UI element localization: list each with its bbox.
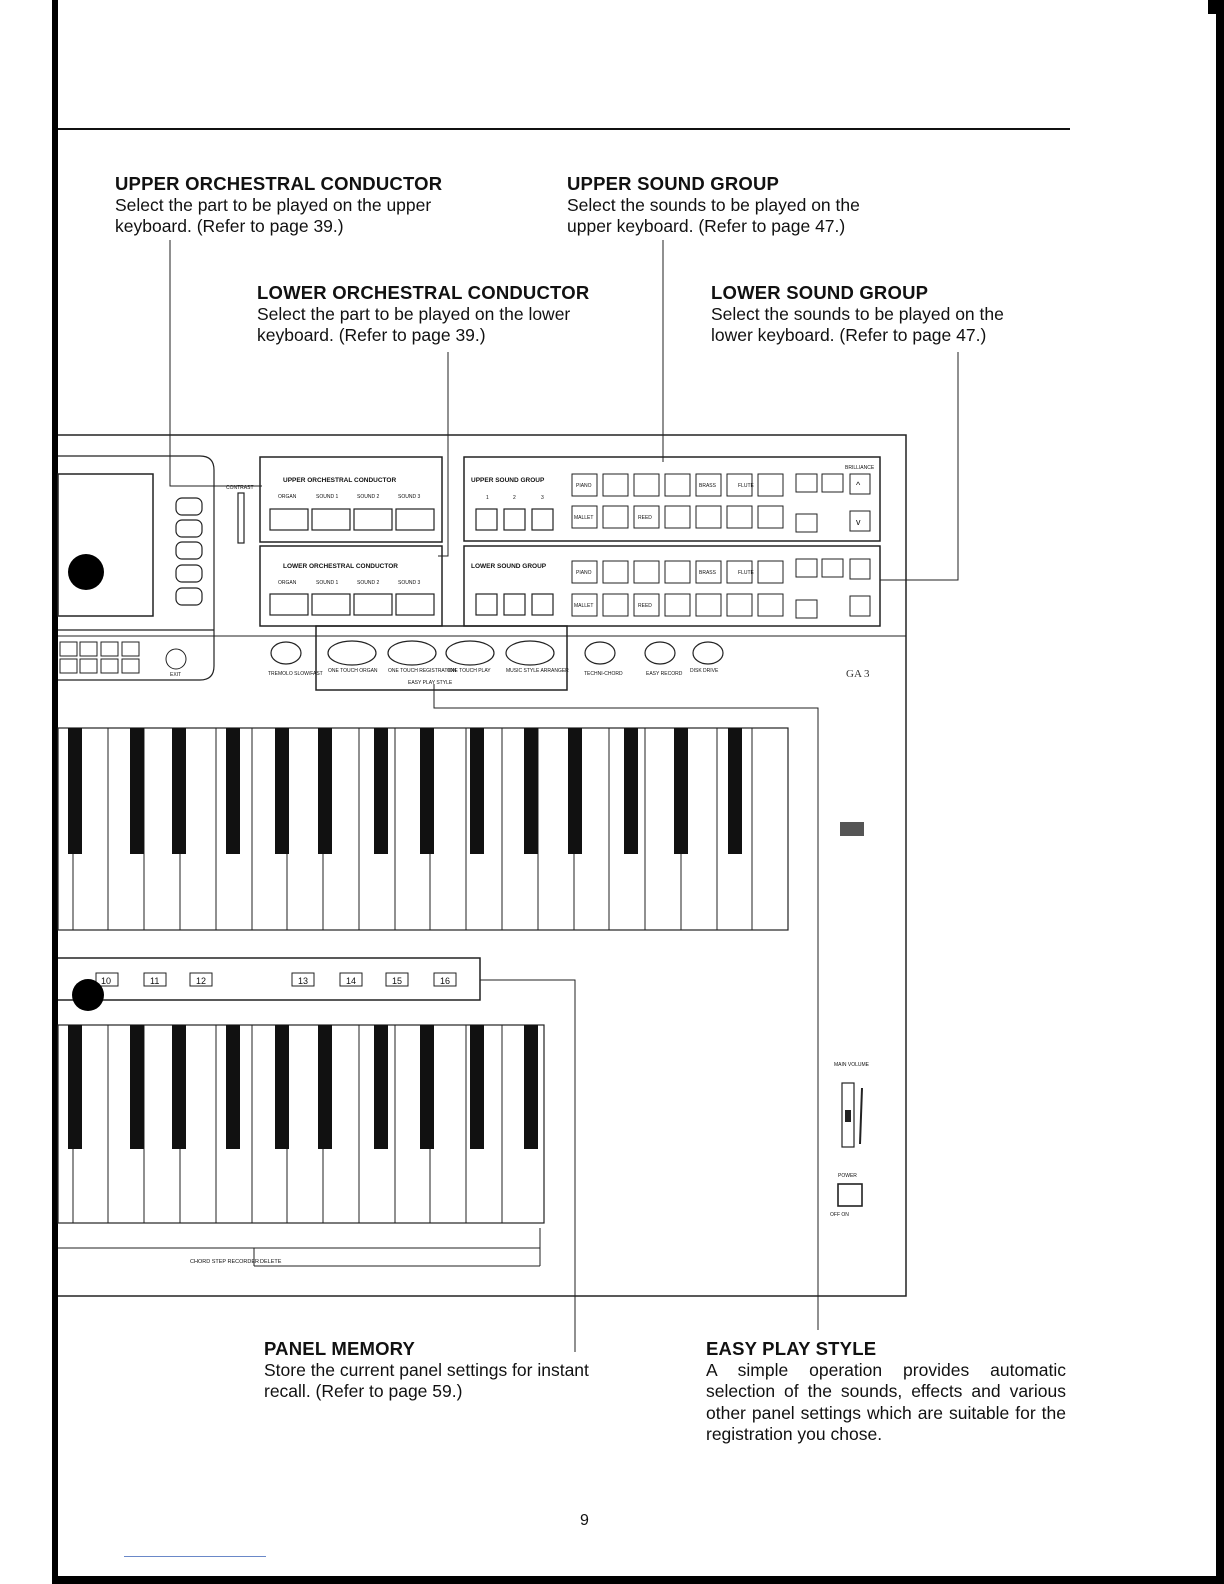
callout-upper-orchestral: UPPER ORCHESTRAL CONDUCTOR Select the pa… <box>115 173 515 238</box>
model-label: GA 3 <box>846 668 870 680</box>
callout-body: Select the part to be played on the uppe… <box>115 194 432 237</box>
callout-body: A simple operation provides automatic se… <box>706 1359 1066 1445</box>
lower-sound-flute: FLUTE <box>738 570 755 576</box>
techni-chord-label: TECHNI-CHORD <box>584 671 623 677</box>
lower-sound-mallet: MALLET <box>574 603 593 609</box>
page-edge-right <box>1216 0 1224 1584</box>
exit-label: EXIT <box>170 672 181 678</box>
lower-oc-part-sound1: SOUND 1 <box>316 580 338 586</box>
brilliance-down-icon: v <box>856 517 861 527</box>
callout-body: Select the sounds to be played on the lo… <box>711 303 1004 346</box>
brilliance-label: BRILLIANCE <box>845 465 875 471</box>
main-volume-label: MAIN VOLUME <box>834 1062 870 1068</box>
brilliance-up-icon: ^ <box>856 480 861 490</box>
chord-step-label: CHORD STEP RECORDER <box>190 1259 259 1265</box>
memory-12: 12 <box>196 976 206 986</box>
page-edge-bottom <box>52 1576 1224 1584</box>
contrast-label: CONTRAST <box>226 485 254 491</box>
power-states-label: OFF ON <box>830 1212 849 1218</box>
sg-num-3: 3 <box>541 495 544 501</box>
callout-heading: LOWER SOUND GROUP <box>711 282 929 303</box>
memory-15: 15 <box>392 976 402 986</box>
lower-sound-brass: BRASS <box>699 570 717 576</box>
control-row <box>270 625 724 691</box>
callout-body: Select the sounds to be played on the up… <box>567 194 860 237</box>
pointer-dot <box>72 979 104 1011</box>
callout-heading: UPPER SOUND GROUP <box>567 173 780 194</box>
disk-drive-label: DISK DRIVE <box>690 668 719 674</box>
sound-brass: BRASS <box>699 483 717 489</box>
callout-lower-sound: LOWER SOUND GROUP Select the sounds to b… <box>711 282 1081 347</box>
callout-panel-memory: PANEL MEMORY Store the current panel set… <box>264 1338 664 1403</box>
callout-easy-play: EASY PLAY STYLE A simple operation provi… <box>706 1338 1066 1446</box>
callout-heading: EASY PLAY STYLE <box>706 1338 877 1359</box>
display-module <box>57 455 245 681</box>
oc-part-sound2: SOUND 2 <box>357 494 379 500</box>
one-touch-registration-label: ONE TOUCH REGISTRATION <box>388 668 457 674</box>
lower-oc-part-sound2: SOUND 2 <box>357 580 379 586</box>
one-touch-play-label: ONE TOUCH PLAY <box>447 668 491 674</box>
callout-heading: LOWER ORCHESTRAL CONDUCTOR <box>257 282 590 303</box>
one-touch-organ-label: ONE TOUCH ORGAN <box>328 668 378 674</box>
memory-16: 16 <box>440 976 450 986</box>
lower-oc-box: LOWER ORCHESTRAL CONDUCTOR ORGAN SOUND 1… <box>259 545 443 627</box>
header-rule <box>58 128 1070 130</box>
callout-body: Store the current panel settings for ins… <box>264 1359 589 1402</box>
memory-10: 10 <box>101 976 111 986</box>
upper-oc-box: UPPER ORCHESTRAL CONDUCTOR ORGAN SOUND 1… <box>259 456 443 543</box>
lower-sound-group-box: LOWER SOUND GROUP PIANO FLUTE BRASS MALL… <box>463 545 881 627</box>
callout-heading: PANEL MEMORY <box>264 1338 416 1359</box>
music-style-arranger-label: MUSIC STYLE ARRANGER <box>506 668 569 674</box>
sound-mallet: MALLET <box>574 515 593 521</box>
sound-piano: PIANO <box>576 483 592 489</box>
upper-keyboard <box>57 727 789 931</box>
oc-part-sound1: SOUND 1 <box>316 494 338 500</box>
memory-11: 11 <box>150 976 159 986</box>
callout-upper-sound: UPPER SOUND GROUP Select the sounds to b… <box>567 173 947 238</box>
dial-knob <box>68 554 104 590</box>
power-label: POWER <box>838 1173 857 1179</box>
scan-artifact-line <box>124 1556 266 1557</box>
easy-record-label: EASY RECORD <box>646 671 683 677</box>
leader-lines <box>169 240 959 1352</box>
lower-oc-part-sound3: SOUND 3 <box>398 580 420 586</box>
sound-reed: REED <box>638 515 652 521</box>
sound-flute: FLUTE <box>738 483 755 489</box>
sg-num-2: 2 <box>513 495 516 501</box>
callout-heading: UPPER ORCHESTRAL CONDUCTOR <box>115 173 443 194</box>
delete-label: DELETE <box>260 1259 282 1265</box>
page-number: 9 <box>580 1512 589 1529</box>
upper-sg-title: UPPER SOUND GROUP <box>471 477 545 484</box>
lower-keyboard: CHORD STEP RECORDER DELETE <box>57 1024 545 1267</box>
callout-lower-orchestral: LOWER ORCHESTRAL CONDUCTOR Select the pa… <box>257 282 657 347</box>
oc-part-organ: ORGAN <box>278 494 297 500</box>
memory-13: 13 <box>298 976 308 986</box>
memory-14: 14 <box>346 976 356 986</box>
tremolo-label: TREMOLO SLOW/FAST <box>268 671 323 677</box>
lower-sg-title: LOWER SOUND GROUP <box>471 563 547 570</box>
lower-oc-title: LOWER ORCHESTRAL CONDUCTOR <box>283 563 398 570</box>
lower-sound-piano: PIANO <box>576 570 592 576</box>
lower-oc-part-organ: ORGAN <box>278 580 297 586</box>
oc-part-sound3: SOUND 3 <box>398 494 420 500</box>
general-midi-logo <box>840 822 864 836</box>
page-edge-left <box>52 0 58 1584</box>
lower-sound-reed: REED <box>638 603 652 609</box>
right-controls: MAIN VOLUME POWER OFF ON <box>830 822 870 1218</box>
upper-oc-title: UPPER ORCHESTRAL CONDUCTOR <box>283 477 396 484</box>
callout-body: Select the part to be played on the lowe… <box>257 303 571 346</box>
easy-play-style-label: EASY PLAY STYLE <box>408 680 453 686</box>
sg-num-1: 1 <box>486 495 489 501</box>
panel-memory-strip: 10 11 12 13 14 15 16 <box>58 957 481 1011</box>
page-edge-mark <box>1208 0 1216 14</box>
upper-sound-group-box: UPPER SOUND GROUP 1 2 3 PIANO FLUTE BRAS… <box>463 456 881 542</box>
